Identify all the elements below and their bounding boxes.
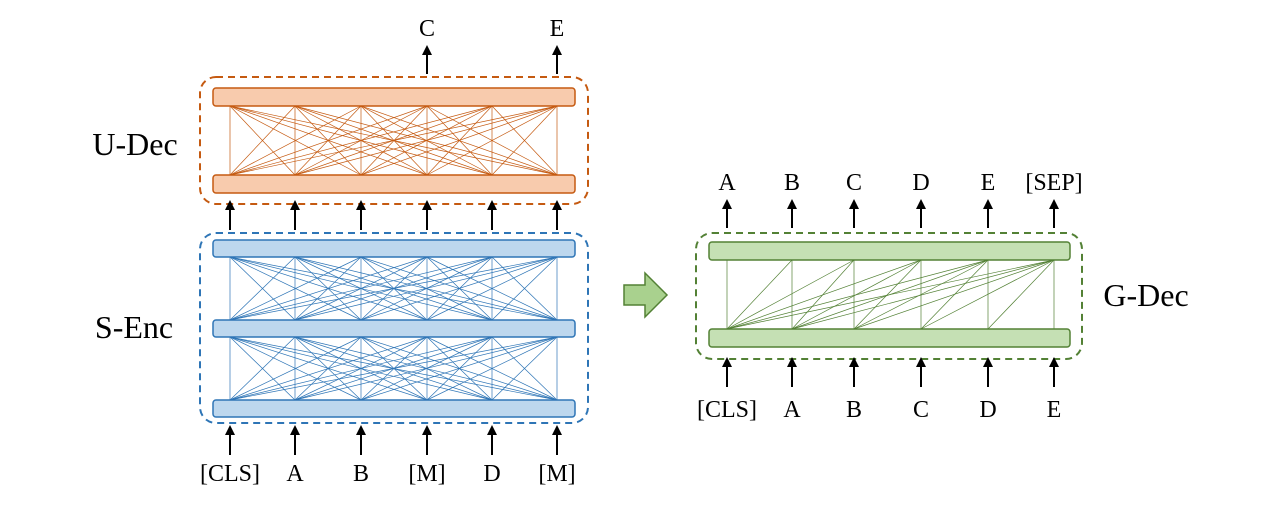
senc-input-token: D <box>483 461 500 487</box>
gdec-causal-attention-lines <box>726 259 1055 330</box>
udec-output-token: C <box>419 16 435 42</box>
gdec-input-token: E <box>1047 397 1062 423</box>
senc-to-udec-arrows <box>225 200 562 230</box>
gdec-attention-line <box>791 259 1055 330</box>
gdec-output-token: [SEP] <box>1025 170 1082 196</box>
senc-attention-line <box>426 256 558 321</box>
senc-attention-line <box>426 336 558 401</box>
senc-attention-line <box>229 256 493 321</box>
senc-attention-line <box>229 256 428 321</box>
gdec-attention-line <box>726 259 989 330</box>
senc-block: S-Enc [CLS] A B [M] D [M] <box>95 232 589 487</box>
udec-attention-line <box>491 105 558 176</box>
senc-attention-line <box>360 256 558 321</box>
gdec-attention-line <box>853 259 989 330</box>
udec-attention-line <box>229 105 428 176</box>
udec-attention-line <box>229 105 296 176</box>
senc-attention-line <box>229 256 558 321</box>
senc-attention-line <box>360 336 558 401</box>
gdec-attention-line <box>726 259 922 330</box>
gdec-attention-line <box>853 259 922 330</box>
senc-attention-line <box>229 336 558 401</box>
gdec-attention-line <box>920 259 1055 330</box>
senc-label: S-Enc <box>95 309 173 345</box>
gdec-output-token: D <box>912 170 929 196</box>
udec-attention-line <box>360 105 558 176</box>
udec-attention-line <box>426 105 558 176</box>
gdec-attention-line <box>726 259 1055 330</box>
gdec-input-token: C <box>913 397 929 423</box>
udec-attention-lines <box>229 105 558 176</box>
gdec-output-token: E <box>981 170 996 196</box>
udec-output-token: E <box>550 16 565 42</box>
senc-attention-line <box>229 336 428 401</box>
senc-input-tokens: [CLS] A B [M] D [M] <box>200 425 576 487</box>
senc-attention-line <box>229 256 362 321</box>
senc-bottom-bar <box>212 399 576 418</box>
transition-arrow <box>623 271 669 319</box>
senc-top-bar <box>212 239 576 258</box>
gdec-output-tokens: A B C D E [SEP] <box>718 170 1083 228</box>
udec-dashed-box <box>199 76 589 205</box>
senc-attention-line <box>229 256 296 321</box>
gdec-top-bar <box>708 241 1071 261</box>
gdec-label: G-Dec <box>1103 277 1188 313</box>
gdec-output-token: C <box>846 170 862 196</box>
gdec-bottom-bar <box>708 328 1071 348</box>
senc-input-token: [M] <box>538 461 575 487</box>
gdec-output-token: A <box>718 170 736 196</box>
gdec-dashed-box <box>695 232 1083 360</box>
gdec-input-tokens: [CLS] A B C D E <box>697 357 1062 423</box>
gdec-block: G-Dec A B C D E [SEP] [CLS] A B C D E <box>695 170 1189 423</box>
senc-attention-line <box>229 336 362 401</box>
udec-attention-line <box>294 105 558 176</box>
gdec-attention-line <box>726 259 793 330</box>
gdec-attention-line <box>987 259 1055 330</box>
senc-dashed-box <box>199 232 589 424</box>
senc-attention-line <box>229 336 493 401</box>
udec-bottom-bar <box>212 174 576 194</box>
udec-attention-line <box>229 105 362 176</box>
senc-input-token: [M] <box>408 461 445 487</box>
udec-label: U-Dec <box>92 126 177 162</box>
senc-attention-line <box>491 256 558 321</box>
gdec-input-token: B <box>846 397 862 423</box>
gdec-output-token: B <box>784 170 800 196</box>
gdec-input-token: D <box>979 397 996 423</box>
udec-attention-line <box>229 105 558 176</box>
gdec-input-token: A <box>783 397 801 423</box>
senc-attention-line <box>294 336 558 401</box>
udec-attention-line <box>229 105 493 176</box>
senc-attention-line <box>294 256 558 321</box>
senc-middle-bar <box>212 319 576 338</box>
senc-input-token: [CLS] <box>200 461 260 487</box>
senc-attention-line <box>491 336 558 401</box>
gdec-attention-line <box>726 259 855 330</box>
senc-input-token: A <box>286 461 304 487</box>
udec-top-bar <box>212 87 576 107</box>
senc-attention-lines <box>229 256 558 401</box>
senc-attention-line <box>229 336 296 401</box>
senc-input-token: B <box>353 461 369 487</box>
gdec-input-token: [CLS] <box>697 397 757 423</box>
gdec-attention-line <box>853 259 1055 330</box>
